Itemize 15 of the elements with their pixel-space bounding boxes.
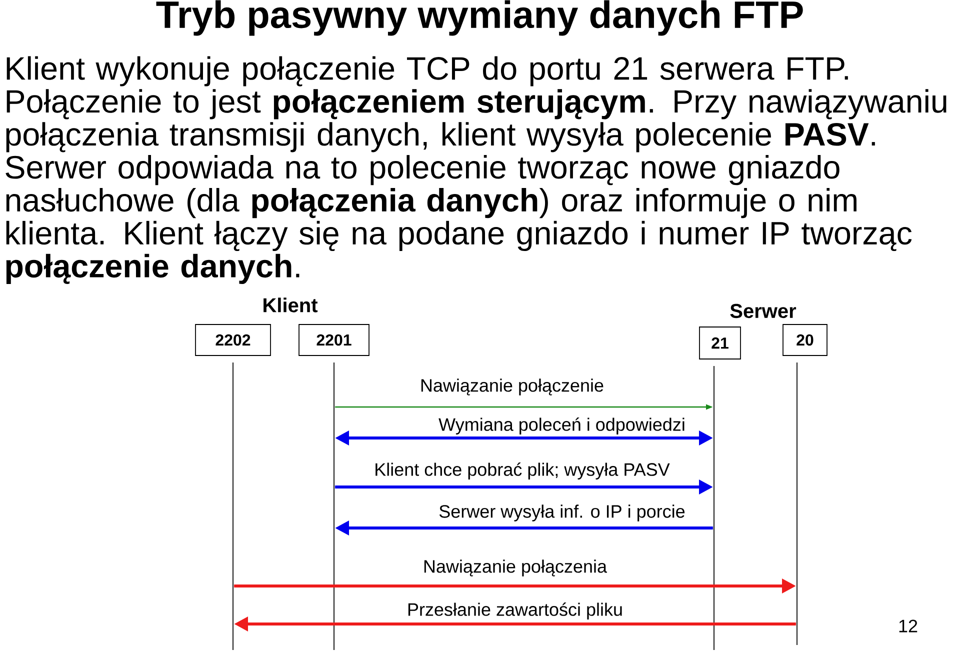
edge-label: Klient chce pobrać plik; wysyła PASV [373, 462, 671, 480]
heading-label: Serwer [730, 304, 796, 318]
edge-label: Serwer wysyła inf. o IP i porcie [438, 504, 686, 522]
edge-label: Nawiązanie połączenia [422, 558, 608, 578]
edge-label: Nawiązanie połączenie [418, 378, 606, 396]
port-box: 20 [782, 324, 828, 356]
port-box: 21 [699, 326, 741, 360]
page-number: 12 [899, 620, 918, 632]
edge-label: Wymiana poleceń i odpowiedzi [438, 416, 686, 436]
heading-label: Klient [264, 298, 318, 312]
edge-label: Przesłanie zawartości pliku [406, 602, 624, 620]
paragraph: Klient wykonuje połączenie TCP do portu 21 serwera FTP. Połączenie to jest połączeniem sterującym. Przy nawiązywaniu połączenia transmisji danych, klient wysyła polecenie PASV. Serwer odpowiada na to polecenie tworząc nowe gniazdo nasłuchowe (dla połączenia danych) oraz informuje o nim klienta. Klient łączy się na podane gniazdo i numer IP tworząc połączenie danych. [6, 56, 946, 284]
port-box: 2202 [195, 324, 271, 356]
port-box: 2201 [298, 324, 370, 356]
title: Tryb pasywny wymiany danych FTP [156, 0, 803, 36]
